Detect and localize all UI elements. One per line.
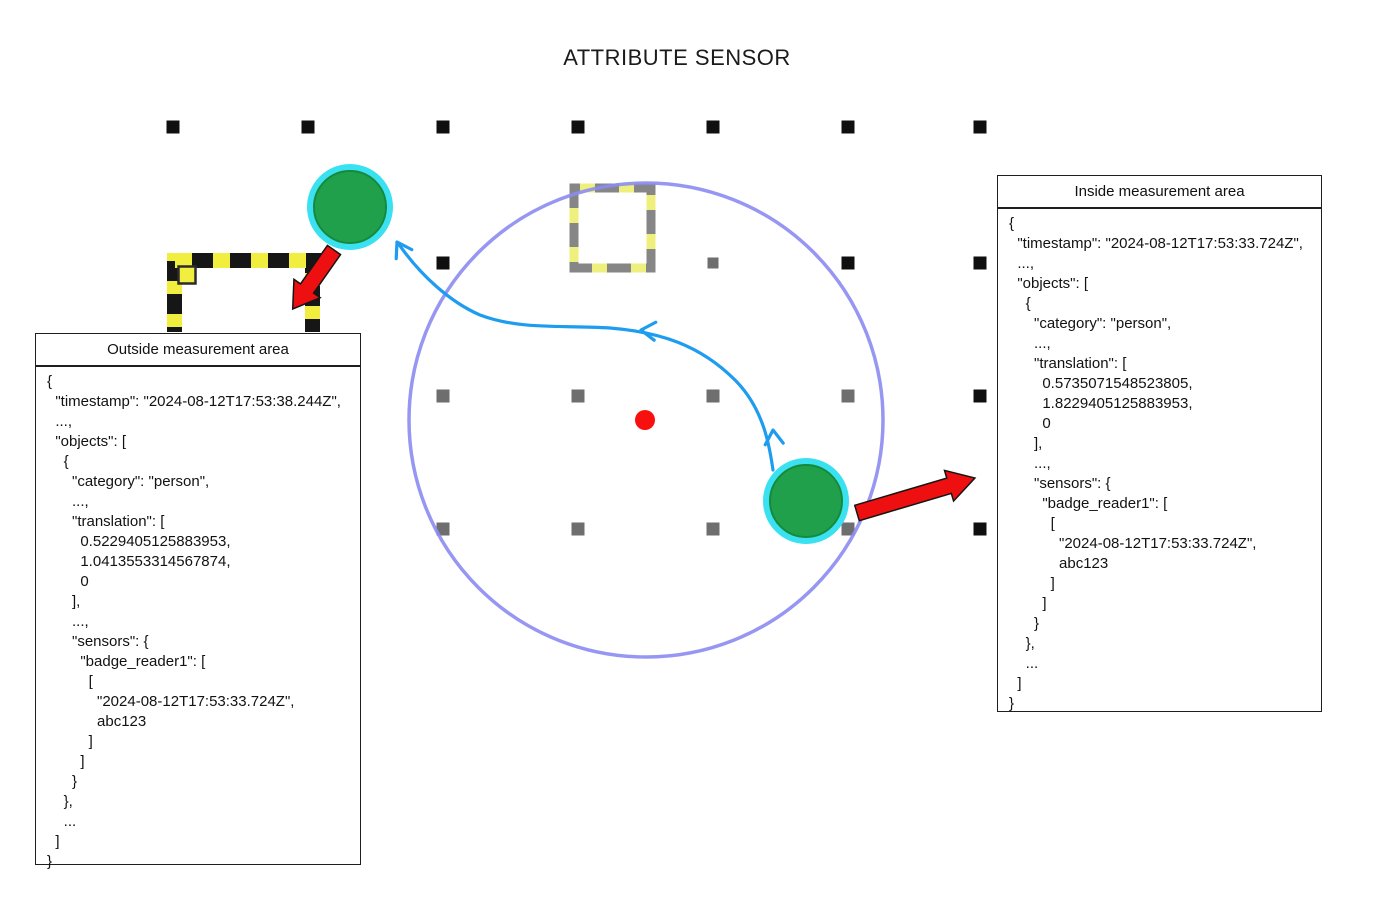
grid-dot xyxy=(841,256,855,270)
grid-dot xyxy=(973,389,987,403)
inside-panel-title: Inside measurement area xyxy=(998,176,1321,209)
measurement-area-circle xyxy=(407,181,885,659)
grid-dot xyxy=(973,120,987,134)
person-outside-marker xyxy=(307,164,393,250)
center-point xyxy=(635,410,655,430)
movement-arrowhead xyxy=(394,240,414,261)
outside-panel-json: { "timestamp": "2024-08-12T17:53:38.244Z… xyxy=(47,373,341,870)
grid-dot xyxy=(706,389,720,403)
grid-dot xyxy=(166,120,180,134)
movement-arrowhead xyxy=(639,320,658,342)
grid-dot xyxy=(841,120,855,134)
grid-dot xyxy=(436,256,450,270)
badge-reader-icon xyxy=(177,265,197,285)
grid-dot xyxy=(301,120,315,134)
inside-panel-json: { "timestamp": "2024-08-12T17:53:33.724Z… xyxy=(1009,215,1303,712)
badge-gate-inside xyxy=(569,183,656,273)
grid-dot xyxy=(841,389,855,403)
grid-dot xyxy=(436,120,450,134)
grid-dot xyxy=(571,522,585,536)
grid-dot xyxy=(707,257,719,269)
grid-dot xyxy=(973,256,987,270)
outside-callout-arrow xyxy=(291,244,342,311)
grid-dots xyxy=(166,120,987,536)
movement-path xyxy=(394,240,785,472)
grid-dot xyxy=(571,120,585,134)
outside-measurement-panel: Outside measurement area { "timestamp": … xyxy=(35,333,361,870)
grid-dot xyxy=(973,522,987,536)
grid-dot xyxy=(706,120,720,134)
movement-arrowhead xyxy=(763,428,785,447)
grid-dot xyxy=(436,522,450,536)
inside-callout-arrow xyxy=(853,469,977,522)
person-inside-marker xyxy=(763,458,849,544)
outside-panel-title: Outside measurement area xyxy=(36,334,360,367)
grid-dot xyxy=(436,389,450,403)
page-title: ATTRIBUTE SENSOR xyxy=(563,45,791,70)
grid-dot xyxy=(706,522,720,536)
inside-measurement-panel: Inside measurement area { "timestamp": "… xyxy=(997,175,1322,712)
grid-dot xyxy=(571,389,585,403)
grid-dot xyxy=(841,522,855,536)
